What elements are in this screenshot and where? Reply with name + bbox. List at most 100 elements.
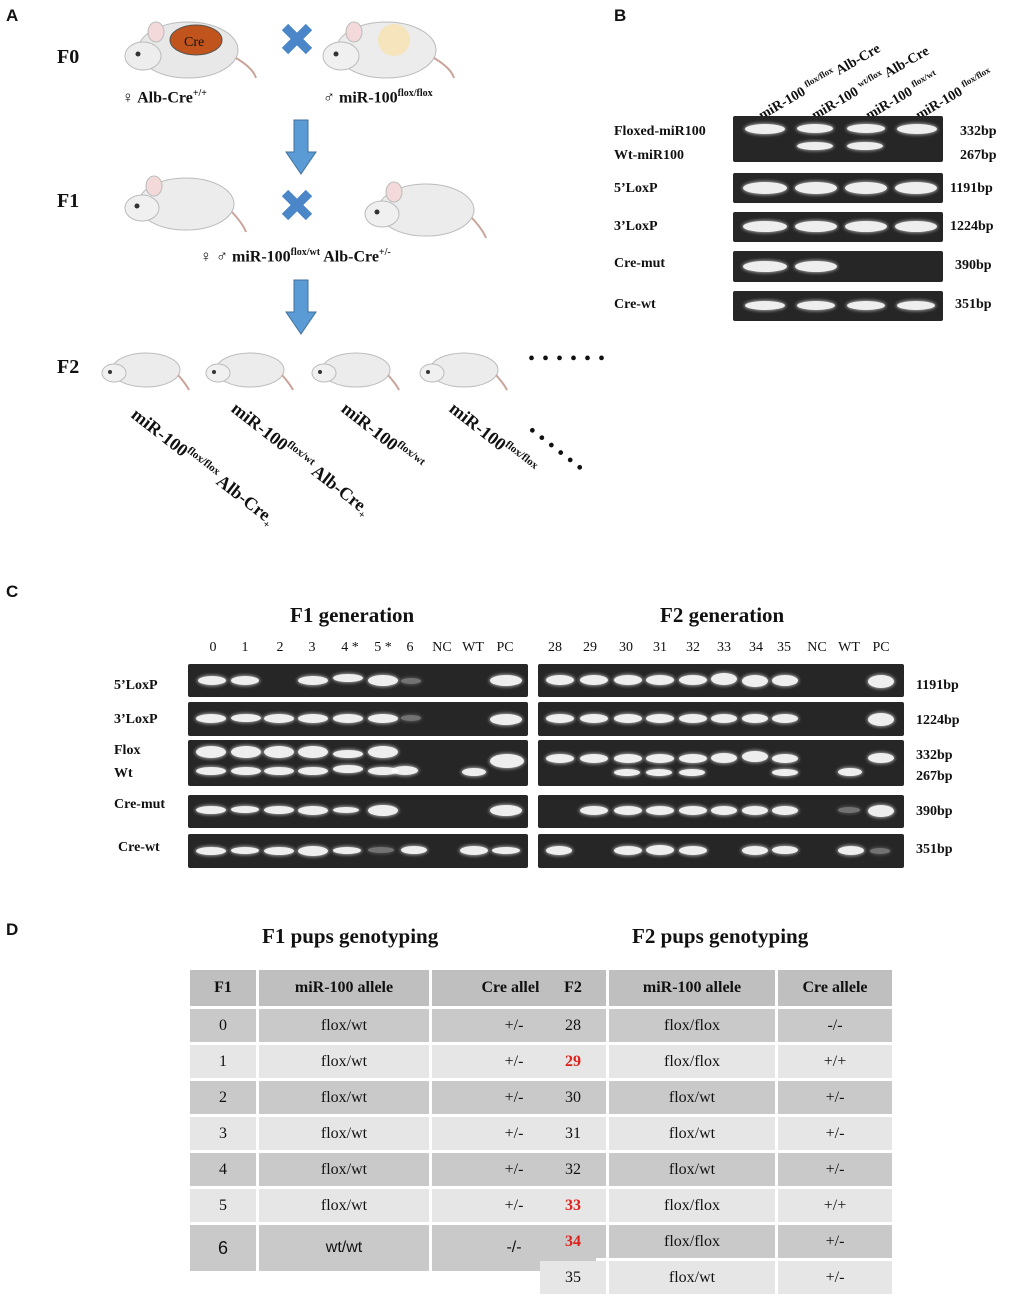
d-f1-title: F1 pups genotyping xyxy=(262,924,439,948)
band xyxy=(847,124,885,133)
cell: 35 xyxy=(540,1261,606,1294)
band xyxy=(490,675,522,686)
band xyxy=(772,769,798,776)
band xyxy=(490,714,522,725)
band xyxy=(743,182,787,194)
table-row: 35 flox/wt +/- xyxy=(540,1261,892,1294)
band xyxy=(368,675,398,686)
cell: +/- xyxy=(778,1153,892,1186)
band xyxy=(742,714,768,723)
band xyxy=(298,806,328,815)
cell: flox/flox xyxy=(609,1189,775,1222)
f2-label-3: miR-100flox/wt xyxy=(337,398,428,469)
band xyxy=(795,182,837,194)
cell: 3 xyxy=(190,1117,256,1150)
band xyxy=(264,714,294,723)
c-f1-lane: NC xyxy=(432,640,452,655)
cell: flox/wt xyxy=(609,1117,775,1150)
cell: flox/wt xyxy=(609,1261,775,1294)
b-bp-267: 267bp xyxy=(960,148,997,163)
band xyxy=(711,714,737,723)
panel-a-letter: A xyxy=(6,6,19,25)
cell: flox/wt xyxy=(259,1153,429,1186)
band xyxy=(196,847,226,855)
band xyxy=(333,847,361,854)
band xyxy=(838,807,860,813)
band xyxy=(743,261,787,272)
b-row-floxed: Floxed-miR100 xyxy=(614,124,706,139)
cell: flox/wt xyxy=(259,1009,429,1042)
f2-mouse-3-icon xyxy=(311,352,400,391)
cell: flox/flox xyxy=(609,1045,775,1078)
f2-header-cre: Cre allele xyxy=(778,970,892,1006)
band xyxy=(492,847,520,854)
band xyxy=(797,301,835,310)
band xyxy=(333,765,363,773)
b-gel-floxed xyxy=(733,116,943,162)
band xyxy=(231,714,261,722)
table-row: 33 flox/flox +/+ xyxy=(540,1189,892,1222)
band xyxy=(196,767,226,775)
c-f1-gel-crewt xyxy=(188,834,528,868)
c-row-wt: Wt xyxy=(114,766,133,781)
c-f2-lane: PC xyxy=(872,640,890,655)
band xyxy=(646,675,674,685)
band xyxy=(333,674,363,682)
cell: flox/wt xyxy=(259,1117,429,1150)
panel-b-letter: B xyxy=(614,6,627,25)
cell: 1 xyxy=(190,1045,256,1078)
c-f1-gel-flox xyxy=(188,740,528,786)
c-f2-gel-cremut xyxy=(538,795,904,828)
band xyxy=(231,806,259,813)
c-f2-gel-flox xyxy=(538,740,904,786)
c-f2-gel-3loxp xyxy=(538,702,904,736)
c-row-crewt: Cre-wt xyxy=(118,840,160,855)
band xyxy=(646,714,674,723)
band xyxy=(795,261,837,272)
c-row-5loxp: 5’LoxP xyxy=(114,678,158,693)
cell: 4 xyxy=(190,1153,256,1186)
c-f1-lane: 2 xyxy=(276,640,284,655)
band xyxy=(546,714,574,723)
band xyxy=(333,807,359,813)
c-f1-lane: 5 * xyxy=(374,640,392,655)
band xyxy=(868,753,894,763)
f2-header-mir: miR-100 allele xyxy=(609,970,775,1006)
cell: flox/wt xyxy=(259,1081,429,1114)
c-f1-lane: 3 xyxy=(308,640,316,655)
band xyxy=(401,846,427,854)
f1-mouse-right-icon xyxy=(364,181,487,239)
band xyxy=(847,142,883,150)
female-mouse-f0-icon: Cre xyxy=(124,21,257,79)
band xyxy=(298,676,328,685)
band xyxy=(231,767,261,775)
band xyxy=(368,746,398,758)
c-f2-lane: 29 xyxy=(583,640,597,655)
panel-c-letter: C xyxy=(6,582,19,601)
band xyxy=(679,806,707,815)
f2-mouse-2-icon xyxy=(205,352,294,391)
band xyxy=(580,806,608,815)
f2-label: F2 xyxy=(57,356,80,378)
table-row: 0 flox/wt +/- xyxy=(190,1009,596,1042)
band xyxy=(679,714,707,723)
b-row-crewt: Cre-wt xyxy=(614,297,656,312)
band xyxy=(231,847,259,854)
band xyxy=(742,806,768,815)
band xyxy=(870,848,890,854)
c-bp-1224: 1224bp xyxy=(916,713,960,728)
band xyxy=(742,846,768,855)
c-f2-lane: 32 xyxy=(686,640,700,655)
cell: flox/wt xyxy=(259,1189,429,1222)
table-row: 1 flox/wt +/- xyxy=(190,1045,596,1078)
band xyxy=(392,766,418,775)
band xyxy=(401,715,421,721)
b-bp-332: 332bp xyxy=(960,124,997,139)
cell: flox/wt xyxy=(259,1045,429,1078)
band xyxy=(679,675,707,685)
band xyxy=(298,714,328,723)
f1-header-id: F1 xyxy=(190,970,256,1006)
c-f2-lane: 28 xyxy=(548,640,562,655)
c-f1-lane: 4 * xyxy=(341,640,359,655)
f1-label: F1 xyxy=(57,190,80,212)
